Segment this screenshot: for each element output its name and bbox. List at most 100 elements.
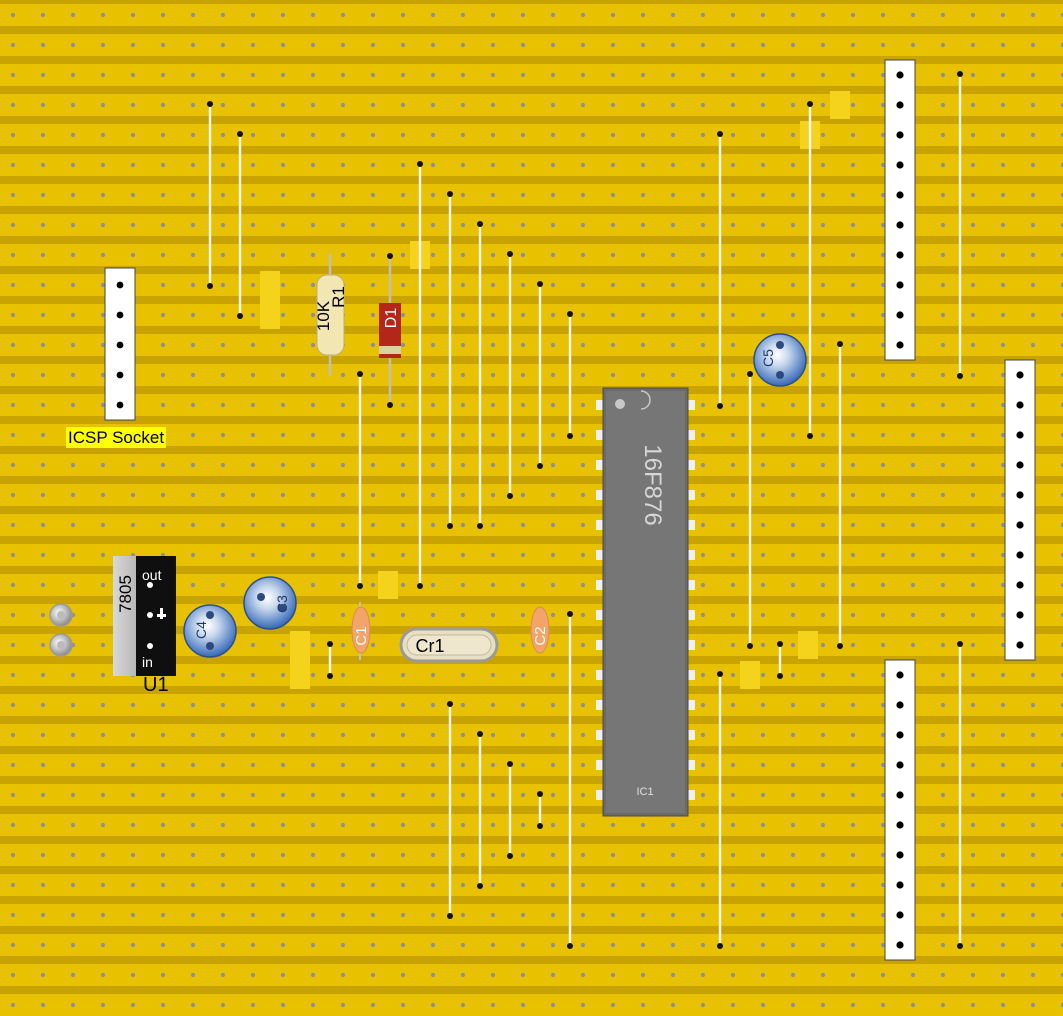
header-pin: [896, 221, 904, 229]
header-pin: [896, 941, 904, 949]
capacitor-c3: C3: [243, 576, 297, 630]
header-pin: [896, 251, 904, 259]
header-pin: [896, 851, 904, 859]
wire-end: [837, 341, 843, 347]
header-pin: [896, 731, 904, 739]
capacitor-c4-ref: C4: [193, 621, 209, 639]
wire-end: [447, 191, 453, 197]
ic-pin-left: [596, 550, 605, 560]
diode-d1-ref: D1: [383, 308, 400, 329]
header-pin: [1016, 581, 1024, 589]
ic-pin-left: [596, 520, 605, 530]
wire-end: [777, 641, 783, 647]
wire-end: [957, 71, 963, 77]
wire-end: [537, 463, 543, 469]
icsp-socket-label: ICSP Socket: [66, 427, 167, 448]
ic-pin-left: [596, 760, 605, 770]
ic-pin-right: [686, 550, 695, 560]
wire-end: [357, 371, 363, 377]
regulator-u1-label: U1: [143, 674, 169, 696]
capacitor-c2-ref: C2: [532, 626, 549, 645]
ic-pin-right: [686, 490, 695, 500]
crystal-cr1-ref: Cr1: [415, 636, 444, 656]
ic-pin-right: [686, 430, 695, 440]
wire-end: [957, 641, 963, 647]
icsp-header: [104, 267, 136, 421]
wire-end: [957, 943, 963, 949]
diode-d1: D1: [379, 253, 401, 408]
wire-end: [537, 823, 543, 829]
ic-pin-right: [686, 460, 695, 470]
wire-end: [567, 433, 573, 439]
wire-end: [567, 311, 573, 317]
header-pin: [896, 131, 904, 139]
ic-pin-right: [686, 400, 695, 410]
wire-end: [447, 523, 453, 529]
wire-end: [207, 101, 213, 107]
wire-end: [717, 403, 723, 409]
ic-pin-left: [596, 640, 605, 650]
wire-end: [807, 433, 813, 439]
ic-pin-right: [686, 640, 695, 650]
wire-end: [957, 373, 963, 379]
header-pin: [896, 311, 904, 319]
header-pin: [1016, 641, 1024, 649]
header-pin: [1016, 611, 1024, 619]
header-pin: [896, 881, 904, 889]
ic-pin-left: [596, 580, 605, 590]
header-bottom-right: [884, 659, 916, 961]
wire-end: [537, 281, 543, 287]
header-pin: [1016, 491, 1024, 499]
wire-end: [567, 943, 573, 949]
wire-end: [507, 493, 513, 499]
wire-end: [327, 641, 333, 647]
capacitor-c2: C2: [530, 606, 550, 654]
header-pin: [896, 701, 904, 709]
capacitor-c1-ref: C1: [353, 626, 370, 645]
wire-end: [477, 731, 483, 737]
header-pin: [1016, 551, 1024, 559]
wire-links: [207, 71, 963, 949]
header-top-right: [884, 59, 916, 361]
ic-pin-right: [686, 730, 695, 740]
wire-end: [207, 283, 213, 289]
ic-pin-right: [686, 700, 695, 710]
header-pin: [1016, 401, 1024, 409]
header-pin: [896, 191, 904, 199]
wire-end: [507, 853, 513, 859]
header-pin: [896, 71, 904, 79]
wire-end: [477, 883, 483, 889]
header-pin: [896, 761, 904, 769]
wire-end: [747, 371, 753, 377]
header-pin: [896, 281, 904, 289]
ic1-ref: IC1: [636, 786, 653, 798]
regulator-u1-pin-out: out: [142, 567, 162, 583]
wire-end: [237, 131, 243, 137]
header-pin: [1016, 461, 1024, 469]
ic-pin-left: [596, 460, 605, 470]
capacitor-c3-ref: C3: [274, 595, 290, 613]
wire-end: [717, 943, 723, 949]
wire-end: [417, 583, 423, 589]
resistor-r1: 10K R1: [314, 254, 348, 376]
header-pin: [896, 101, 904, 109]
wire-end: [237, 313, 243, 319]
ic-pin-left: [596, 400, 605, 410]
capacitor-c5-ref: C5: [760, 349, 776, 367]
capacitor-c4: C4: [183, 604, 237, 658]
ic-pin-left: [596, 490, 605, 500]
header-pin: [896, 161, 904, 169]
wire-end: [447, 913, 453, 919]
resistor-r1-ref: R1: [329, 286, 348, 308]
wire-end: [477, 221, 483, 227]
ic-pin-right: [686, 610, 695, 620]
ic-pin-left: [596, 430, 605, 440]
header-pin: [896, 671, 904, 679]
wire-end: [537, 791, 543, 797]
wire-end: [417, 161, 423, 167]
ic-pin-right: [686, 790, 695, 800]
header-pin: [1016, 371, 1024, 379]
wire-end: [567, 611, 573, 617]
